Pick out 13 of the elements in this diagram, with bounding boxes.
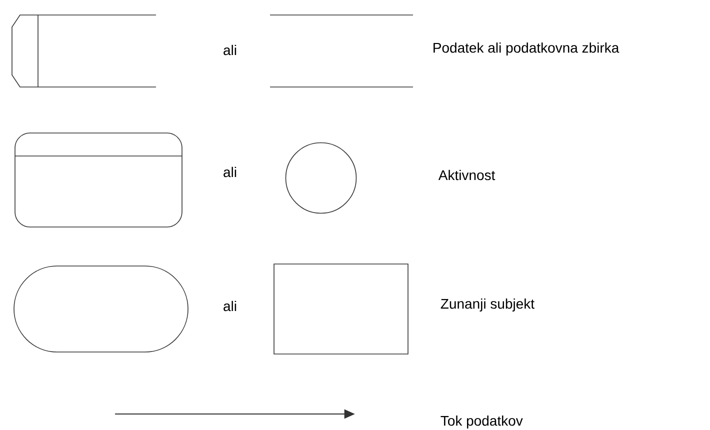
data-store-symbol xyxy=(270,14,414,88)
word-label: ali xyxy=(224,300,236,312)
process-circle xyxy=(285,142,357,214)
data-store-symbol xyxy=(12,14,156,88)
symbol-caption: Zunanji subjekt xyxy=(440,298,534,312)
symbol-caption: Aktivnost xyxy=(438,170,496,180)
symbol-caption: Podatek ali podatkovna zbirka xyxy=(434,42,620,56)
process-symbol xyxy=(14,266,188,352)
data-store-symbol xyxy=(14,132,182,228)
word-label: ali xyxy=(224,44,236,56)
entity-box xyxy=(274,264,408,354)
word-label: ali xyxy=(224,166,236,178)
symbol-caption: Tok podatkov xyxy=(440,415,523,429)
